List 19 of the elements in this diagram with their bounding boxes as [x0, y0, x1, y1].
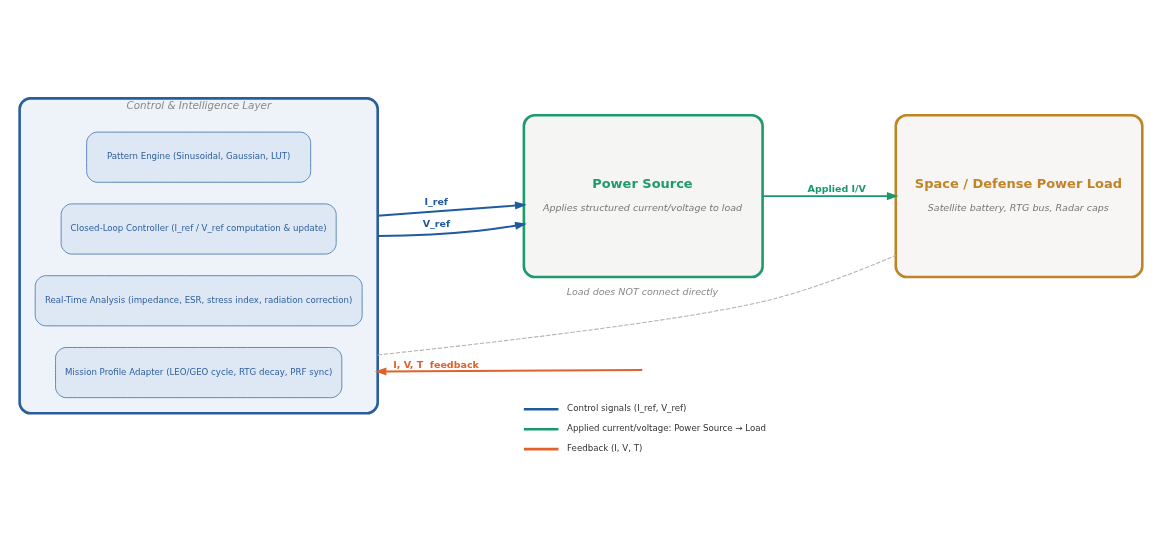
arrow [374, 366, 644, 376]
connector [377, 254, 897, 355]
arrow [761, 191, 899, 200]
node-box: Mission Profile Adapter (LEO/GEO cycle, RTG decay, PRF sync) [55, 346, 343, 398]
node-box: Real-Time Analysis (impedance, ESR, stress index, radiation correction) [34, 274, 363, 326]
legend-label: Control signals (I_ref, V_ref) [567, 402, 687, 413]
legend-label: Applied current/voltage: Power Source → Load [567, 422, 767, 433]
edge-label: I_ref [424, 195, 448, 207]
node-box: Closed-Loop Controller (I_ref / V_ref computation & update) [60, 202, 337, 254]
node-box: Pattern Engine (Sinusoidal, Gaussian, LUT) [86, 131, 312, 183]
arrow [376, 201, 527, 217]
edge-label: V_ref [422, 217, 451, 229]
arrow [376, 221, 527, 237]
legend-label: Feedback (I, V, T) [567, 442, 643, 453]
node-box: Power Source Applies structured current/voltage to load [522, 113, 764, 278]
edge-label: I, V, T feedback [393, 358, 479, 370]
node-box: Space / Defense Power Load Satellite battery, RTG bus, Radar caps [894, 113, 1144, 278]
edge-label: Applied I/V [807, 182, 866, 194]
edge-label: Load does NOT connect directly [566, 285, 719, 297]
